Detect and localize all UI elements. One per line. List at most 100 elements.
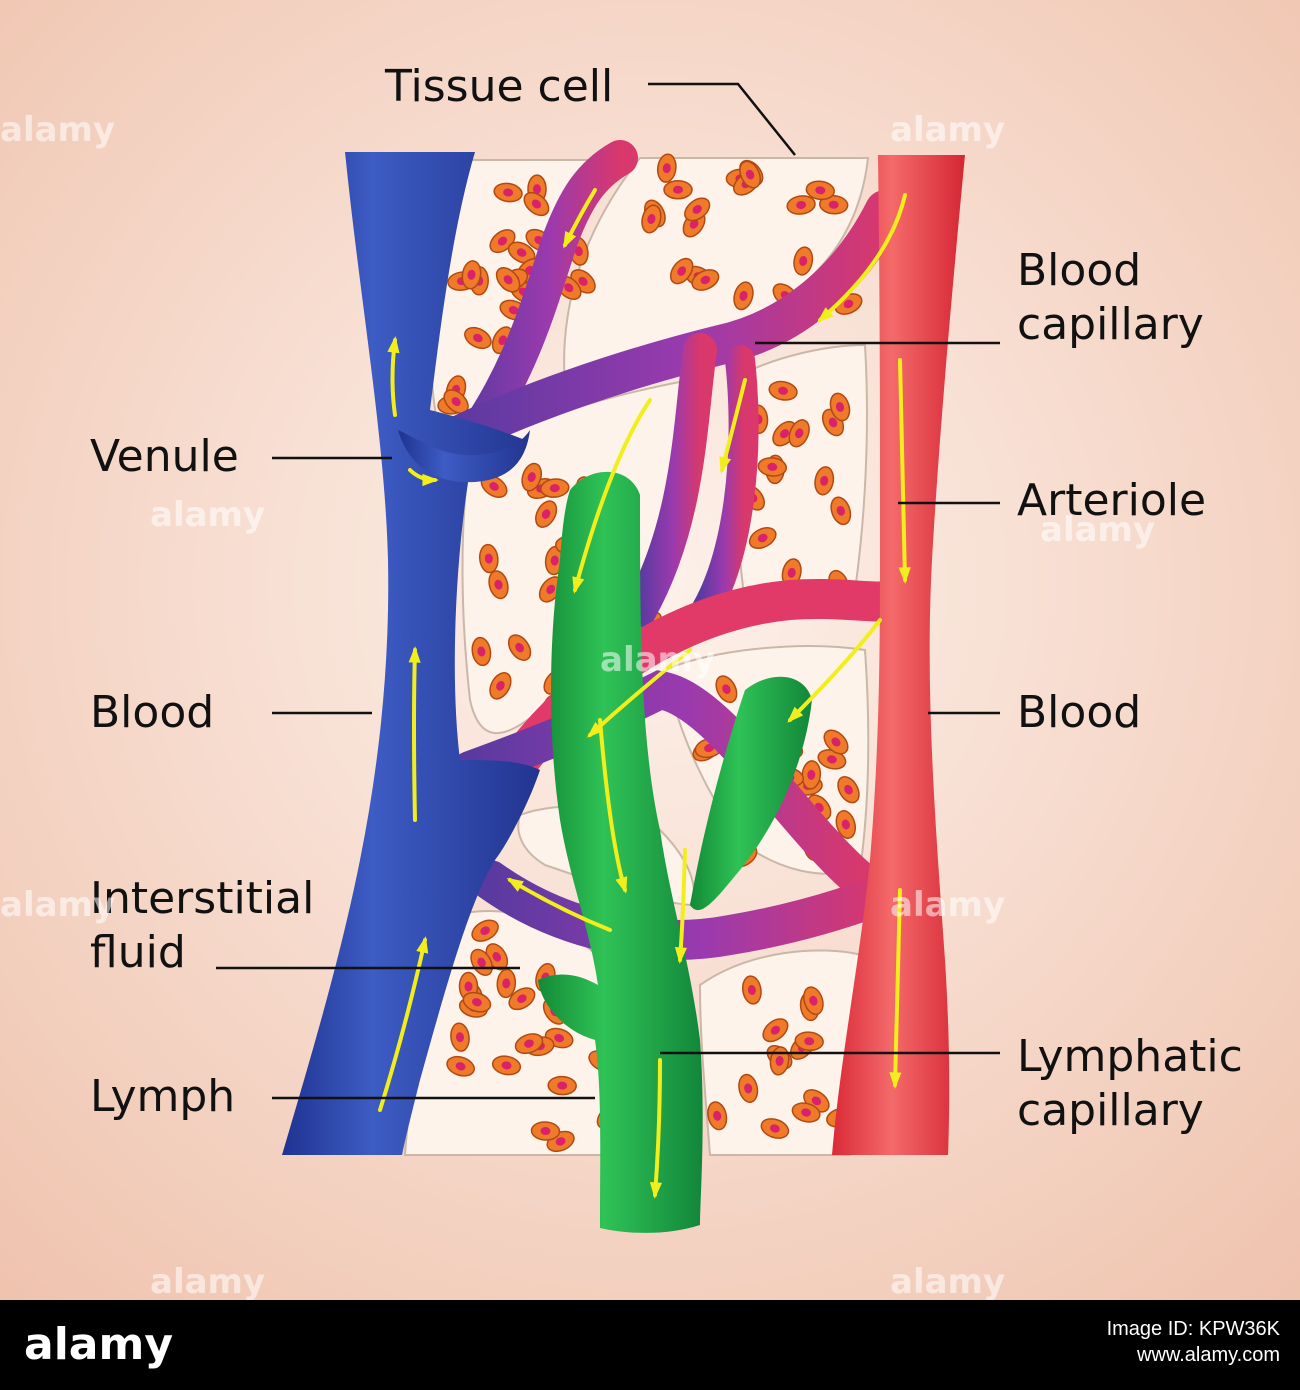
tissue-cell-icon xyxy=(461,260,482,290)
stock-footer: alamy Image ID: KPW36K www.alamy.com xyxy=(0,1300,1300,1390)
tissue-cell-icon xyxy=(523,191,550,217)
tissue-cell-icon xyxy=(788,419,810,448)
tissue-cell-icon xyxy=(464,326,492,350)
leader-tissue-cell xyxy=(648,82,796,156)
tissue-cell-icon xyxy=(684,197,711,222)
tissue-cell-icon xyxy=(514,1033,544,1055)
flow-arrows xyxy=(378,188,911,1199)
footer-image-id-line: Image ID: KPW36K xyxy=(1106,1318,1280,1340)
flow-arrow-icon xyxy=(378,938,427,1112)
label-blood-left: Blood xyxy=(90,687,215,738)
tissue-cell-icon xyxy=(521,462,543,492)
tissue-cell-icon xyxy=(462,991,492,1013)
tissue-cell-icon xyxy=(793,246,814,276)
watermark: alamy xyxy=(890,1262,1006,1300)
watermark: alamy xyxy=(890,885,1006,925)
tissue-cell-icon xyxy=(801,760,822,790)
tissue-cell-icon xyxy=(496,968,517,999)
tissue-cell-icon xyxy=(507,241,536,264)
label-arteriole: Arteriole xyxy=(1017,475,1207,526)
tissue-cell-icon xyxy=(547,1075,577,1096)
flow-arrow-head-icon xyxy=(422,473,439,487)
tissue-cell-icon xyxy=(803,986,824,1016)
tissue-cell-icon xyxy=(495,267,521,293)
venule-top-branch xyxy=(398,430,530,483)
tissue-cell-icon xyxy=(663,179,693,200)
tissue-cell-icon xyxy=(835,810,857,839)
flow-arrow-icon xyxy=(412,648,417,822)
flow-arrow-icon xyxy=(573,398,652,592)
flow-arrow-icon xyxy=(598,718,627,892)
flow-arrow-icon xyxy=(898,358,907,582)
watermark: alamy xyxy=(150,1262,266,1300)
capillary-upper-cross xyxy=(430,190,905,460)
tissue-cell-icon xyxy=(818,194,849,215)
label-interstitial-fluid: Interstitial fluid xyxy=(90,873,315,978)
lymphatic-right-branch xyxy=(690,676,812,911)
flow-arrow-head-icon xyxy=(387,336,400,354)
label-blood-capillary: Blood capillary xyxy=(1017,245,1204,350)
footer-site: www.alamy.com xyxy=(1137,1344,1280,1366)
arteriole-vessel xyxy=(832,155,965,1155)
flow-arrow-head-icon xyxy=(898,567,911,584)
tissue-cell-icon xyxy=(446,1055,475,1077)
flow-arrow-head-icon xyxy=(416,936,429,954)
tissue-cell-icon xyxy=(760,1118,790,1139)
flow-arrow-head-icon xyxy=(615,876,628,894)
flow-arrow-head-icon xyxy=(506,877,524,892)
venule-vessel xyxy=(282,152,540,1155)
footer-logo: alamy xyxy=(24,1319,173,1370)
flow-arrow-head-icon xyxy=(572,576,585,594)
tissue-cell-icon xyxy=(491,1055,522,1076)
tissue-cell-icon xyxy=(691,269,720,291)
tissue-cell-icon xyxy=(508,987,536,1011)
tissue-cell-icon xyxy=(707,1101,728,1131)
tissue-cell-icon xyxy=(738,1073,759,1103)
watermark: alamy xyxy=(890,110,1006,150)
tissue-cell-icon xyxy=(814,466,835,496)
tissue-cell-icon xyxy=(786,195,816,215)
tissue-cell-icon xyxy=(757,457,788,477)
tissue-cell-icon xyxy=(471,919,499,942)
tissue-cell-icon xyxy=(471,636,492,667)
flow-arrow-head-icon xyxy=(787,706,804,723)
tissue-cell-icon xyxy=(478,543,499,574)
flow-arrow-icon xyxy=(788,618,882,722)
watermark: alamy xyxy=(0,885,116,925)
tissue-cell-icon xyxy=(715,675,738,704)
tissue-cell-icon xyxy=(493,182,523,203)
label-venule: Venule xyxy=(90,431,239,482)
tissue-cell-icon xyxy=(830,496,852,526)
watermark: alamy xyxy=(600,640,716,680)
tissue-cell-icon xyxy=(805,180,835,201)
tissue-cell-icon xyxy=(748,527,777,549)
watermark: alamy xyxy=(150,495,266,535)
footer-image-id: Image ID: KPW36K www.alamy.com xyxy=(1107,1316,1280,1368)
tissue-cell-icon xyxy=(823,729,849,755)
tissue-cell-icon xyxy=(768,380,798,401)
watermark: alamy xyxy=(1040,510,1156,550)
flow-arrow-head-icon xyxy=(587,722,604,738)
tissue-cell-icon xyxy=(817,749,847,770)
capillary-lower-cross xyxy=(451,670,879,899)
label-lymph: Lymph xyxy=(90,1071,236,1122)
label-blood-right: Blood xyxy=(1017,687,1142,738)
tissue-cell-icon xyxy=(739,160,762,189)
tissue-cell-icon xyxy=(535,500,558,528)
lymphatic-main-trunk xyxy=(538,471,703,1233)
label-lymphatic-capillary: Lymphatic capillary xyxy=(1017,1031,1243,1136)
tissue-cell-icon xyxy=(489,672,512,700)
tissue-cell-icon xyxy=(544,1027,574,1049)
label-tissue-cell: Tissue cell xyxy=(385,61,614,112)
circulation-diagram xyxy=(216,82,1000,1233)
tissue-cell-icon xyxy=(507,634,532,661)
tissue-cell-icon xyxy=(669,257,694,285)
flow-arrow-icon xyxy=(893,888,902,1087)
lymphatic-capillary-vessel xyxy=(538,471,812,1233)
tissue-cell-icon xyxy=(656,153,677,183)
flow-arrow-head-icon xyxy=(817,307,834,323)
tissue-cell-icon xyxy=(530,1121,561,1141)
tissue-cell-icon xyxy=(733,281,754,311)
flow-arrow-head-icon xyxy=(889,1072,902,1089)
watermark: alamy xyxy=(0,110,116,150)
